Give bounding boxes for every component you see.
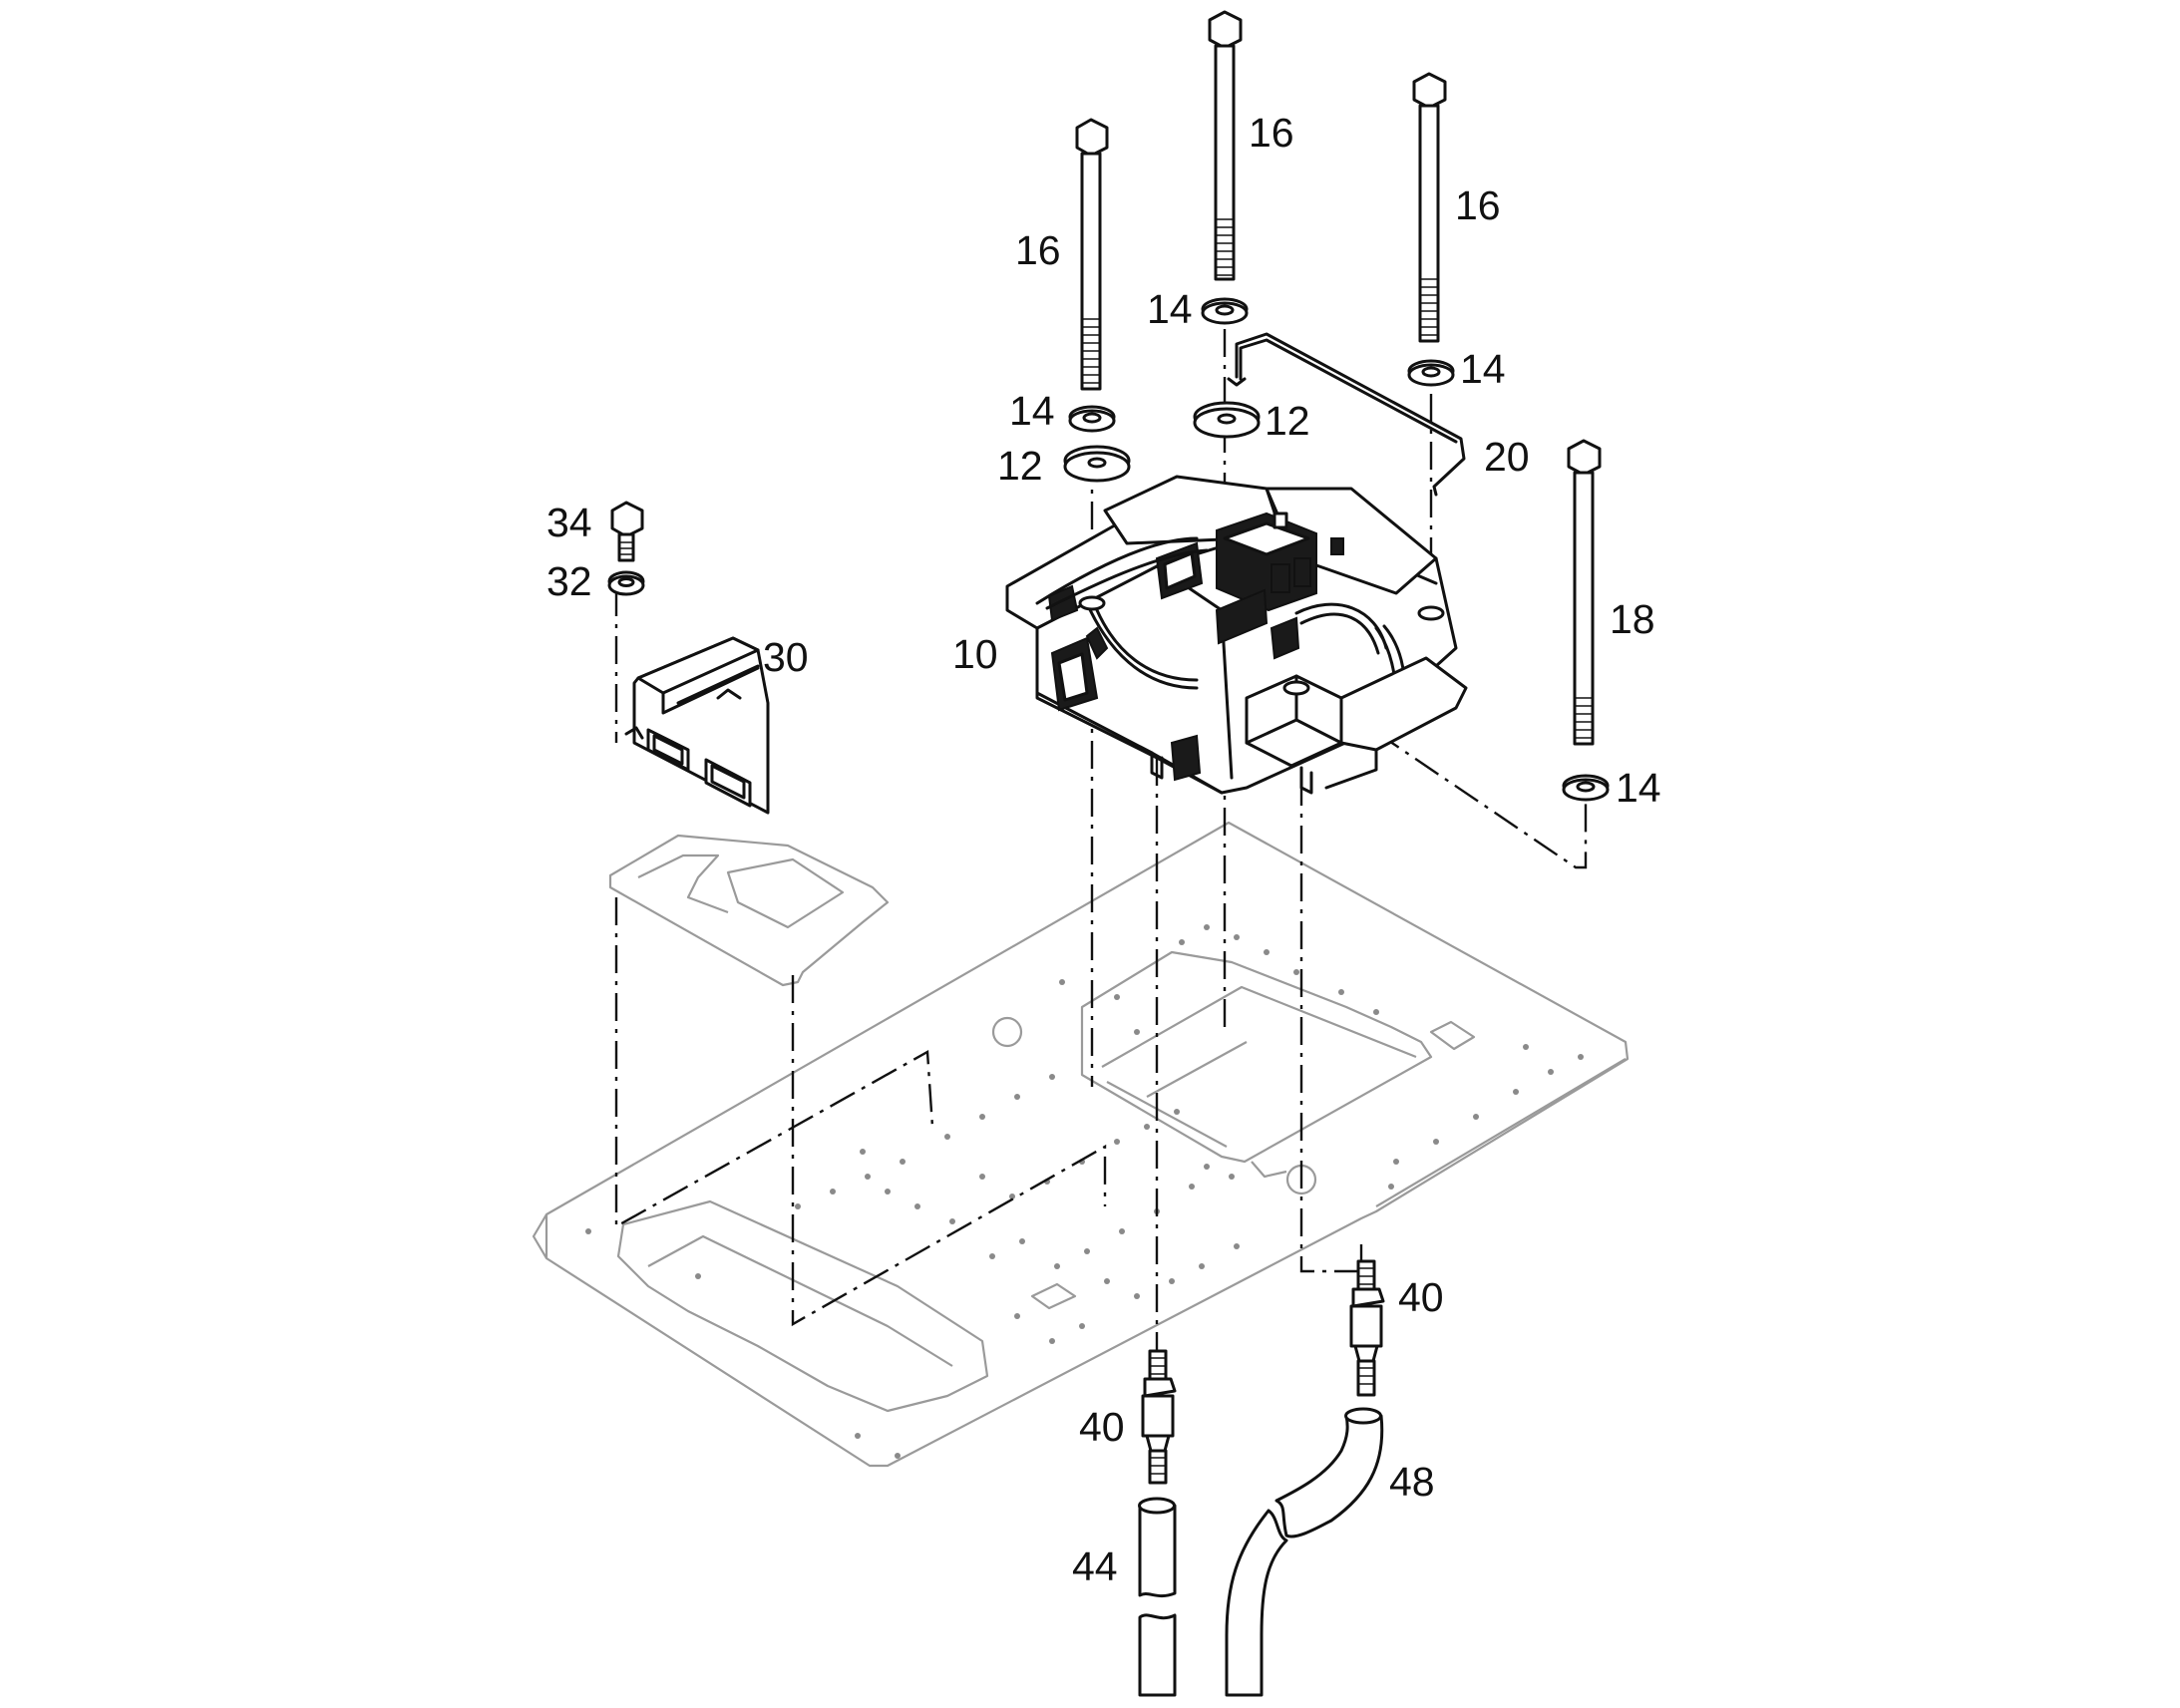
callout-16-middle: 16: [1249, 110, 1294, 156]
washer-14-c: [1407, 359, 1455, 387]
mounting-holes: [585, 924, 1584, 1459]
bracket-20: [1227, 332, 1466, 497]
callout-40-right: 40: [1398, 1274, 1444, 1320]
callout-10: 10: [952, 631, 998, 677]
callout-labels: 16 16 16 18 14 14 14 14 12 12 20 10 34 3…: [546, 110, 1661, 1589]
air-duct-30: [624, 636, 770, 815]
callout-18: 18: [1610, 596, 1655, 642]
bolt-18: [1567, 439, 1602, 746]
gasket-plate: [608, 834, 890, 987]
bolt-16-right: [1412, 72, 1447, 343]
callout-30: 30: [763, 634, 809, 680]
callout-12-b: 12: [1265, 398, 1310, 444]
bolt-16-middle: [1208, 10, 1243, 281]
callout-14-c: 14: [1460, 346, 1506, 392]
washer-12-b: [1193, 401, 1261, 439]
hose-48: [1225, 1407, 1384, 1697]
bolt-16-left: [1075, 118, 1109, 391]
callout-14-b: 14: [1147, 286, 1193, 332]
callout-40-left: 40: [1079, 1404, 1125, 1450]
washer-14-d: [1562, 774, 1610, 802]
callout-20: 20: [1484, 434, 1530, 480]
hvac-unit-10: [1005, 475, 1468, 795]
washer-32: [607, 570, 645, 596]
assembly-center-lines: [614, 329, 1588, 1381]
callout-48: 48: [1389, 1459, 1435, 1505]
callout-14-d: 14: [1616, 765, 1661, 811]
washer-14-b: [1201, 297, 1249, 325]
callout-16-left: 16: [1015, 227, 1061, 273]
callout-34: 34: [546, 500, 592, 545]
washer-12-a: [1063, 445, 1131, 483]
callout-32: 32: [546, 558, 592, 604]
callout-14-a: 14: [1009, 388, 1055, 434]
callout-12-a: 12: [997, 443, 1043, 489]
hose-44: [1138, 1497, 1177, 1697]
fitting-40-right: [1349, 1259, 1385, 1397]
callout-16-right: 16: [1455, 182, 1501, 228]
bolt-34: [610, 501, 644, 562]
fitting-40-left: [1141, 1349, 1177, 1485]
callout-44: 44: [1072, 1543, 1118, 1589]
washer-14-a: [1068, 405, 1116, 433]
floor-plate: [532, 821, 1630, 1468]
